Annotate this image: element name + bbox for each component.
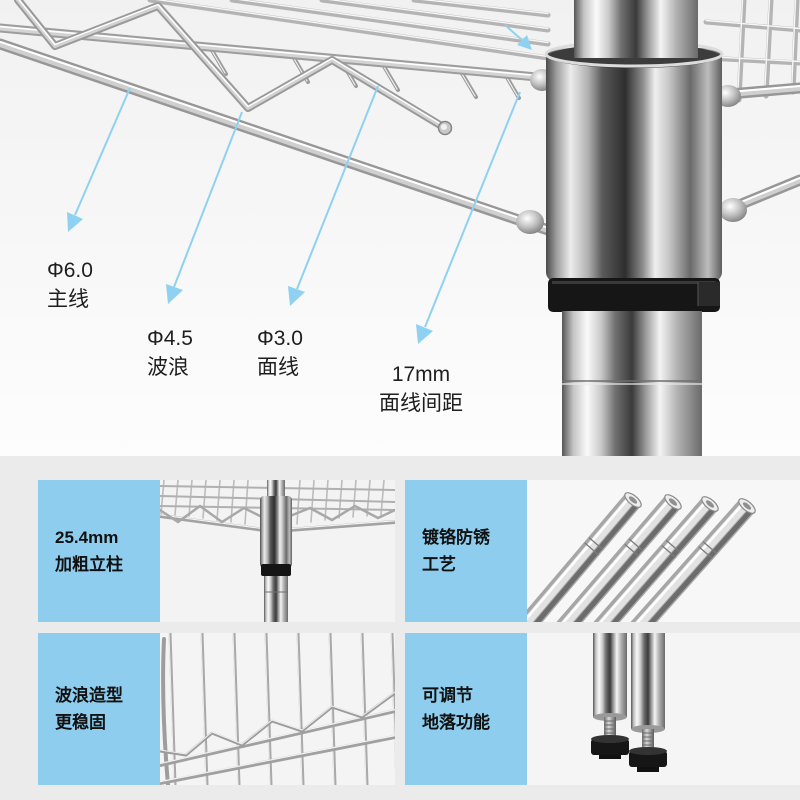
spec-label-deck-wire: Φ3.0 面线 [257, 324, 303, 382]
deck-wires [147, 0, 800, 103]
post-upper [574, 0, 698, 58]
spec-size: Φ6.0 [47, 259, 93, 282]
spec-label-main-wire: Φ6.0 主线 [47, 256, 93, 314]
post-with-foot [591, 633, 629, 759]
feature-grid: 25.4mm 加粗立柱 [0, 456, 800, 800]
basket-wires [160, 633, 395, 785]
spec-size: Φ3.0 [257, 327, 303, 350]
pointer-arrow-deck-wire [288, 85, 379, 306]
feature-label-panel: 波浪造型 更稳固 [38, 633, 160, 785]
feature-label-panel: 可调节 地落功能 [405, 633, 527, 785]
wire-end-cap [437, 120, 453, 136]
spec-size: 17mm [391, 363, 451, 386]
chrome-post [260, 480, 292, 622]
chrome-rods-photo [527, 480, 800, 622]
spec-name: 主线 [47, 288, 89, 311]
feature-subtitle: 加粗立柱 [55, 555, 123, 574]
wave-wire [14, 0, 449, 132]
chrome-rod [630, 498, 756, 622]
spec-label-wire-spacing: 17mm 面线间距 [360, 360, 482, 418]
spec-label-wave-wire: Φ4.5 波浪 [147, 324, 193, 382]
feature-subtitle: 地落功能 [422, 713, 490, 732]
spec-size: Φ4.5 [147, 327, 193, 350]
post-with-foot [629, 633, 667, 772]
feature-title: 波浪造型 [55, 686, 123, 705]
thick-post-photo [160, 480, 395, 622]
chrome-rod [556, 494, 682, 622]
feature-card-adjustable-feet: 可调节 地落功能 [405, 633, 800, 785]
feature-card-chrome-plating: 镀铬防锈 工艺 [405, 480, 800, 622]
black-sleeve-ring [261, 564, 291, 576]
pointer-arrow-wave-wire [166, 111, 243, 304]
shelf-grid [160, 480, 395, 532]
pointer-arrow-wire-spacing [416, 91, 521, 344]
feature-title: 25.4mm [55, 528, 119, 547]
feature-subtitle: 更稳固 [55, 713, 106, 732]
wave-wire-photo [160, 633, 395, 785]
leveling-foot [629, 751, 667, 767]
feature-title: 可调节 [422, 686, 473, 705]
chrome-rod [527, 492, 642, 622]
feature-label-panel: 25.4mm 加粗立柱 [38, 480, 160, 622]
leveling-feet-photo [527, 633, 800, 785]
wave-wire [160, 691, 395, 757]
feature-subtitle: 工艺 [422, 555, 456, 574]
pointer-arrow-spacing-top [504, 24, 532, 50]
pointer-arrow-main-wire [67, 87, 131, 232]
feature-label-panel: 镀铬防锈 工艺 [405, 480, 527, 622]
black-sleeve-ring [548, 278, 720, 312]
shelf-closeup-section: Φ6.0 主线 Φ4.5 波浪 Φ3.0 面线 17mm 面线间距 [0, 0, 800, 456]
chrome-rod [593, 496, 719, 622]
post-collar [546, 48, 722, 282]
feature-card-thick-post: 25.4mm 加粗立柱 [38, 480, 395, 622]
shelf-closeup-photo [0, 0, 800, 456]
feature-card-wave-design: 波浪造型 更稳固 [38, 633, 395, 785]
spec-name: 波浪 [147, 356, 189, 379]
wire-rail-main [0, 38, 554, 236]
chrome-post [544, 0, 724, 456]
leveling-foot [591, 739, 629, 755]
feature-title: 镀铬防锈 [422, 528, 490, 547]
spec-name: 面线 [257, 356, 299, 379]
spec-name: 面线间距 [379, 392, 463, 415]
